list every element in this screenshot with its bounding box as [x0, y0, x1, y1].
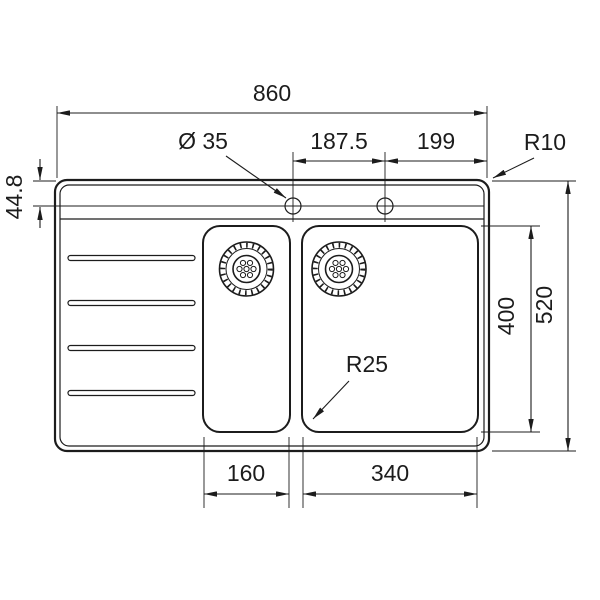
dim-label-overall-width: 860	[253, 80, 291, 106]
dim-label-hole-spacing: 187.5	[310, 128, 368, 154]
sink-outer-rim	[53, 178, 491, 453]
dim-label-corner-radius: R10	[524, 129, 566, 155]
dim-corner-radius: R10	[492, 129, 566, 179]
small-bowl-drain	[220, 242, 274, 296]
dim-label-bowl-length: 400	[493, 297, 519, 335]
drainboard-rib	[67, 299, 196, 307]
drainboard	[67, 254, 196, 397]
dim-hole-spacing: 187.5 199	[293, 128, 487, 164]
leader-line	[492, 157, 535, 179]
leader-line	[312, 380, 350, 420]
bowls	[202, 225, 479, 433]
dim-label-overall-depth: 520	[531, 286, 557, 324]
dim-hole-diameter: Ø 35	[178, 128, 287, 199]
sink-inner-rim	[59, 184, 485, 447]
dim-label-bowl-radius: R25	[346, 351, 388, 377]
tap-holes	[284, 152, 394, 222]
leader-line	[225, 155, 287, 199]
dim-label-small-bowl-width: 160	[227, 460, 265, 486]
dim-label-main-bowl-width: 340	[371, 460, 409, 486]
dim-overall-depth: 520	[492, 180, 576, 452]
dim-bowl-widths: 160 340	[203, 437, 478, 508]
dim-bowl-length: 400	[481, 225, 540, 433]
drainboard-rib	[67, 389, 196, 397]
main-bowl-drain	[312, 242, 366, 296]
dim-overall-width: 860	[56, 80, 488, 178]
drainboard-rib	[67, 254, 196, 262]
dim-bowl-radius: R25	[312, 351, 388, 420]
dim-hole-top-offset: 44.8	[1, 159, 56, 228]
small-bowl	[202, 225, 291, 433]
dim-label-hole-diameter: Ø 35	[178, 128, 228, 154]
dim-label-hole-top-offset: 44.8	[1, 175, 27, 220]
drainboard-rib	[67, 344, 196, 352]
sink-body	[33, 178, 491, 453]
dim-label-hole-edge-offset: 199	[417, 128, 455, 154]
main-bowl	[301, 225, 479, 433]
